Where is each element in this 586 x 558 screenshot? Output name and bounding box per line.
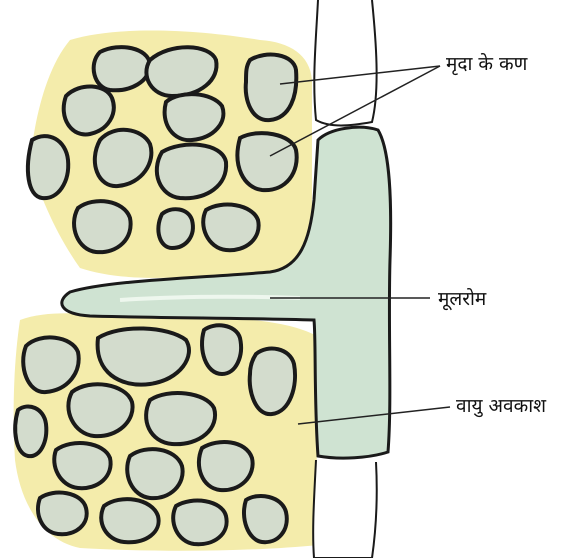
root-cell-top: [314, 0, 376, 126]
soil-particle: [199, 442, 253, 490]
soil-particle: [64, 86, 114, 134]
soil-particle: [203, 205, 258, 251]
soil-particle: [28, 136, 68, 198]
label-soil-particles: मृदा के कण: [446, 52, 528, 76]
soil-particle: [127, 449, 182, 498]
soil-particle: [202, 325, 241, 374]
soil-particle: [250, 349, 295, 415]
soil-particle: [173, 501, 226, 545]
soil-particle: [74, 201, 131, 252]
soil-particle: [237, 133, 296, 190]
soil-particle: [158, 209, 193, 248]
root-cell-bottom: [313, 460, 377, 558]
soil-particle: [38, 493, 87, 535]
soil-particle: [101, 499, 158, 542]
soil-particle: [146, 393, 215, 444]
soil-particle: [244, 496, 287, 542]
soil-particle: [157, 145, 226, 199]
soil-particle: [246, 55, 297, 121]
soil-particle: [54, 443, 110, 488]
label-root-hair: मूलरोम: [438, 287, 487, 311]
label-air-space: वायु अवकाश: [456, 395, 547, 418]
soil-particle: [94, 47, 150, 90]
soil-particle: [68, 384, 132, 436]
soil-particle: [15, 406, 46, 456]
soil-particle: [98, 328, 189, 384]
soil-particle: [165, 94, 224, 140]
